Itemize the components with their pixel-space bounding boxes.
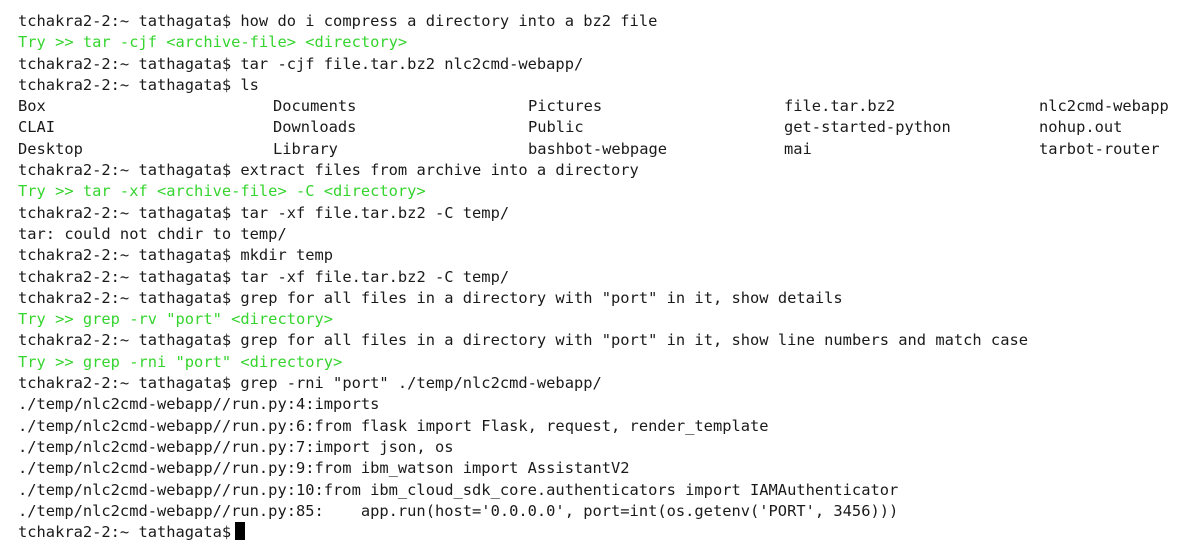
shell-prompt: tchakra2-2:~ tathagata$: [18, 331, 241, 350]
shell-prompt: tchakra2-2:~ tathagata$: [18, 246, 241, 265]
command-line: tchakra2-2:~ tathagata$ tar -xf file.tar…: [18, 203, 1204, 224]
ls-entry: get-started-python: [784, 118, 951, 137]
command-text: tar -xf file.tar.bz2 -C temp/: [240, 203, 510, 222]
ls-entry: nlc2cmd-webapp: [1039, 97, 1169, 116]
shell-prompt: tchakra2-2:~ tathagata$: [18, 267, 241, 286]
command-line: tchakra2-2:~ tathagata$ grep -rni "port"…: [18, 373, 1204, 394]
command-text: tar -cjf file.tar.bz2 nlc2cmd-webapp/: [240, 54, 584, 73]
command-line: tchakra2-2:~ tathagata$ ls: [18, 75, 1204, 96]
command-text: tar -xf file.tar.bz2 -C temp/: [240, 267, 510, 286]
command-text: how do i compress a directory into a bz2…: [240, 12, 658, 30]
shell-prompt: tchakra2-2:~ tathagata$: [18, 374, 241, 393]
ls-entry: bashbot-webpage: [528, 139, 667, 158]
suggestion-line: Try >> grep -rv "port" <directory>: [18, 310, 334, 329]
command-line: tchakra2-2:~ tathagata$ grep for all fil…: [18, 330, 1204, 351]
command-line: tchakra2-2:~ tathagata$ how do i compres…: [18, 11, 1204, 32]
suggestion-line: Try >> grep -rni "port" <directory>: [18, 352, 343, 371]
command-text: extract files from archive into a direct…: [240, 161, 639, 180]
shell-prompt: tchakra2-2:~ tathagata$: [18, 75, 241, 94]
ls-entry: Public: [528, 118, 584, 137]
ls-entry: Library: [273, 139, 338, 158]
ls-entry: Desktop: [18, 139, 83, 158]
command-text: mkdir temp: [240, 246, 334, 265]
command-text: grep -rni "port" ./temp/nlc2cmd-webapp/: [240, 374, 602, 393]
output-line: tar: could not chdir to temp/: [18, 224, 287, 243]
command-line: tchakra2-2:~ tathagata$ tar -cjf file.ta…: [18, 54, 1204, 75]
shell-prompt: tchakra2-2:~ tathagata$: [18, 203, 241, 222]
terminal-output: tchakra2-2:~ tathagata$ how do i compres…: [18, 11, 1204, 543]
command-line: tchakra2-2:~ tathagata$: [18, 522, 1204, 543]
suggestion-line: Try >> tar -cjf <archive-file> <director…: [18, 33, 408, 52]
ls-entry: Documents: [273, 97, 357, 116]
output-line: ./temp/nlc2cmd-webapp//run.py:6:from fla…: [18, 416, 769, 435]
output-line: ./temp/nlc2cmd-webapp//run.py:85: app.ru…: [18, 501, 899, 520]
shell-prompt: tchakra2-2:~ tathagata$: [18, 12, 241, 30]
command-line: tchakra2-2:~ tathagata$ mkdir temp: [18, 245, 1204, 266]
ls-entry: file.tar.bz2: [784, 97, 896, 116]
ls-entry: CLAI: [18, 118, 56, 137]
output-line: ./temp/nlc2cmd-webapp//run.py:9:from ibm…: [18, 459, 630, 478]
output-line: ./temp/nlc2cmd-webapp//run.py:10:from ib…: [18, 480, 899, 499]
shell-prompt: tchakra2-2:~ tathagata$: [18, 288, 241, 307]
command-text: grep for all files in a directory with "…: [240, 288, 843, 307]
shell-prompt: tchakra2-2:~ tathagata$: [18, 161, 241, 180]
ls-entry: Downloads: [273, 118, 357, 137]
ls-output-row: Box Documents Pictures file.tar.bz2 nlc2cmd-…: [18, 96, 1204, 117]
shell-prompt: tchakra2-2:~ tathagata$: [18, 54, 241, 73]
ls-entry: Pictures: [528, 97, 603, 116]
ls-entry: mai: [784, 139, 812, 158]
command-line: tchakra2-2:~ tathagata$ extract files fr…: [18, 160, 1204, 181]
output-line: ./temp/nlc2cmd-webapp//run.py:4:imports: [18, 395, 380, 414]
ls-output-row: Desktop Library bashbot-webpage mai tarbot-r…: [18, 139, 1204, 160]
ls-entry: nohup.out: [1039, 118, 1123, 137]
command-text: grep for all files in a directory with "…: [240, 331, 1028, 350]
text-cursor[interactable]: [235, 522, 246, 541]
ls-output-row: CLAI Downloads Public get-started-python noh…: [18, 117, 1204, 138]
command-line: tchakra2-2:~ tathagata$ grep for all fil…: [18, 288, 1204, 309]
shell-prompt: tchakra2-2:~ tathagata$: [18, 523, 241, 542]
ls-entry: Box: [18, 97, 46, 116]
ls-entry: tarbot-router: [1039, 139, 1160, 158]
command-line: tchakra2-2:~ tathagata$ tar -xf file.tar…: [18, 267, 1204, 288]
suggestion-line: Try >> tar -xf <archive-file> -C <direct…: [18, 182, 426, 201]
command-text: ls: [240, 75, 259, 94]
output-line: ./temp/nlc2cmd-webapp//run.py:7:import j…: [18, 437, 454, 456]
